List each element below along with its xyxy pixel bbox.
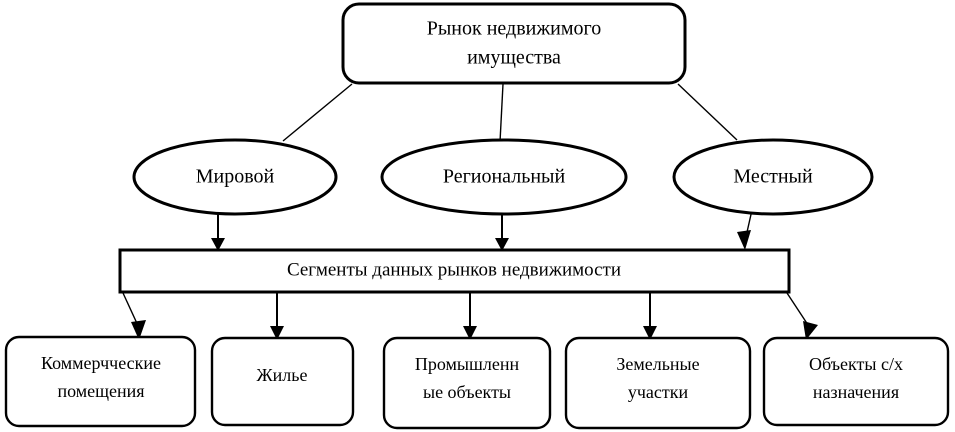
- node-segment-agriculture-shape: [762, 336, 950, 427]
- node-segment-commercial-line-1: Коммерчческие: [41, 353, 161, 373]
- node-segment-housing-shape: [210, 336, 355, 427]
- node-market-world[interactable]: Мировой: [132, 138, 338, 216]
- node-root-market-line-2: имущества: [467, 47, 561, 69]
- node-segment-industrial-line-1: Промышленн: [415, 354, 520, 374]
- node-segment-land[interactable]: Земельные участки: [564, 336, 752, 430]
- node-segment-land-line-2: участки: [628, 382, 689, 402]
- node-segment-land-shape: [564, 336, 752, 430]
- node-segments-bar-shape: [118, 248, 791, 294]
- node-segments-bar[interactable]: Сегменты данных рынков недвижимости: [118, 248, 791, 294]
- arrowhead-local-to-segments: [737, 230, 751, 250]
- node-root-market-shape: [341, 2, 687, 85]
- arrowhead-segments-to-industrial: [463, 326, 477, 340]
- node-segment-agriculture-line-2: назначения: [813, 382, 899, 402]
- edge-root-to-world: [282, 83, 353, 142]
- node-root-market-line-1: Рынок недвижимого: [427, 18, 602, 40]
- node-segments-bar-label: Сегменты данных рынков недвижимости: [287, 259, 621, 280]
- node-market-regional-label: Региональный: [443, 166, 566, 188]
- edge-group-root-to-markets: [282, 83, 738, 143]
- node-market-world-shape: [132, 138, 338, 216]
- node-segment-industrial-shape: [382, 336, 552, 430]
- node-root-market[interactable]: Рынок недвижимого имущества: [341, 2, 687, 85]
- edge-group-segments-to-leaves: [122, 292, 818, 340]
- arrowhead-segments-to-commercial: [131, 320, 146, 340]
- node-market-world-label: Мировой: [196, 166, 275, 188]
- node-segment-agriculture-line-1: Объекты с/х: [809, 354, 903, 374]
- edge-root-to-local: [677, 83, 738, 141]
- node-segment-land-line-1: Земельные: [616, 354, 699, 374]
- arrowhead-regional-to-segments: [495, 238, 509, 251]
- node-market-local-shape: [672, 138, 874, 216]
- node-segment-commercial-line-2: помещения: [57, 381, 144, 401]
- node-segment-commercial-shape: [4, 335, 197, 428]
- arrowhead-segments-to-housing: [270, 326, 284, 340]
- node-segment-housing[interactable]: Жильe: [210, 336, 355, 427]
- edge-group-markets-to-segments: [211, 209, 753, 251]
- arrowhead-world-to-segments: [211, 238, 225, 251]
- edge-root-to-regional: [499, 83, 504, 143]
- node-market-local[interactable]: Местный: [672, 138, 874, 216]
- node-market-regional-shape: [380, 138, 628, 216]
- arrowhead-segments-to-agriculture: [803, 321, 818, 340]
- node-market-local-label: Местный: [733, 166, 813, 188]
- node-market-regional[interactable]: Региональный: [380, 138, 628, 216]
- node-segment-industrial-line-2: ые объекты: [423, 382, 511, 402]
- arrowhead-segments-to-land: [643, 326, 657, 340]
- node-segment-industrial[interactable]: Промышленн ые объекты: [382, 336, 552, 430]
- node-segment-housing-line-1: Жильe: [257, 365, 308, 385]
- node-segment-agriculture[interactable]: Объекты с/х назначения: [762, 336, 950, 427]
- node-segment-commercial[interactable]: Коммерчческие помещения: [4, 335, 197, 428]
